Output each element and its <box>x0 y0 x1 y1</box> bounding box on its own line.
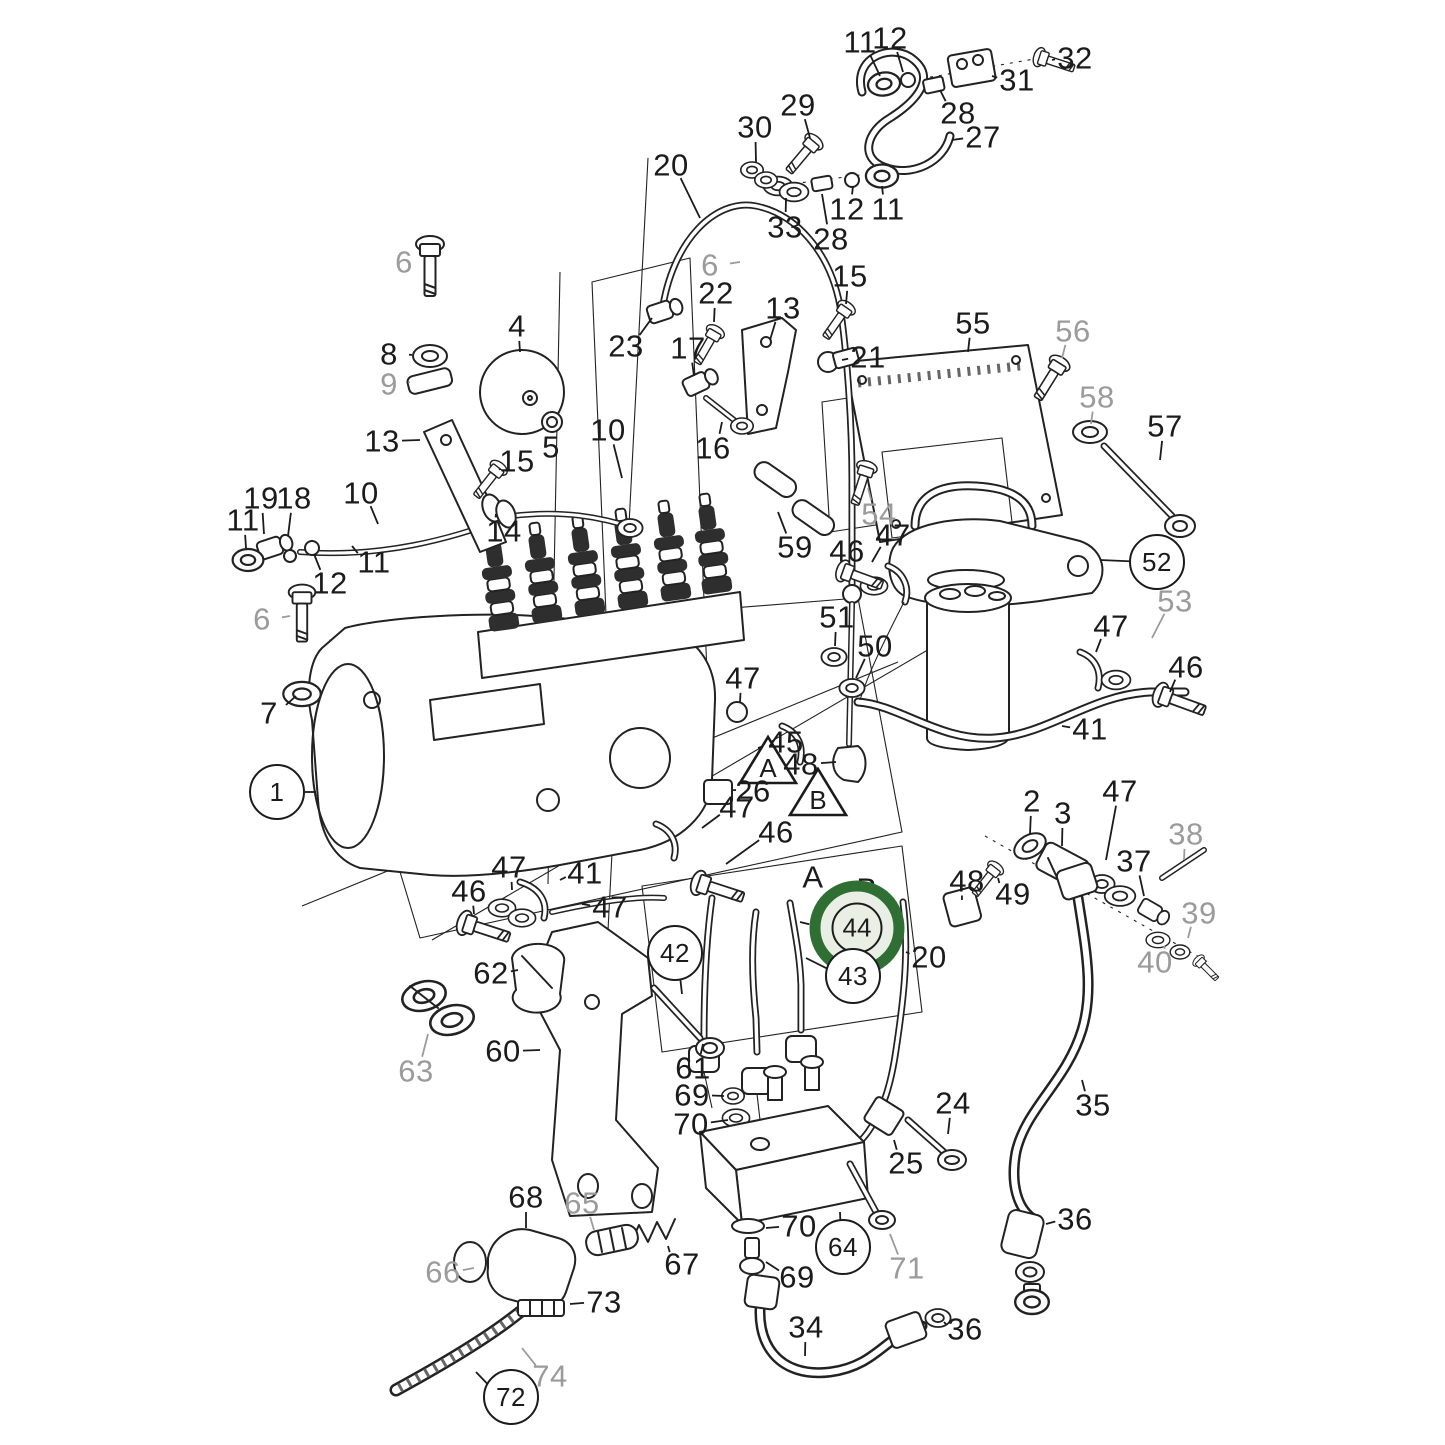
leader-line <box>947 1117 951 1135</box>
mounting-bracket <box>397 921 725 1217</box>
overflow-valve-block <box>453 861 1099 1349</box>
leader-line <box>725 839 760 865</box>
leader-line <box>867 487 873 501</box>
leader-line <box>679 177 701 219</box>
leader-line <box>871 546 882 563</box>
leader-line <box>1105 805 1117 861</box>
leader-line <box>612 444 623 479</box>
leader-line <box>281 615 291 619</box>
leader-line <box>997 877 1001 884</box>
leader-line <box>589 1216 595 1231</box>
leader-line <box>1187 926 1192 939</box>
leader-line <box>1159 440 1163 461</box>
leader-line <box>1138 875 1145 897</box>
leader-line <box>769 321 777 341</box>
leader-line <box>834 631 837 647</box>
leader-line <box>472 905 475 915</box>
leader-line <box>1151 613 1166 639</box>
leader-line <box>522 1049 541 1052</box>
leader-line <box>421 1033 429 1057</box>
leader-line <box>939 89 947 102</box>
leader-line <box>1081 1079 1086 1092</box>
leader-line <box>777 511 788 534</box>
datum-triangle-B: B <box>787 766 849 817</box>
leader-line <box>710 1119 729 1124</box>
leader-line <box>845 290 849 305</box>
leader-line <box>896 51 904 73</box>
leader-line <box>369 505 379 525</box>
leader-line <box>805 957 828 970</box>
svg-text:B: B <box>809 785 826 815</box>
leader-line <box>401 439 421 442</box>
leader-line <box>510 969 519 973</box>
leader-line <box>678 973 683 995</box>
leader-line <box>244 534 247 549</box>
leader-line <box>765 1261 780 1272</box>
leader-line <box>855 658 866 679</box>
leader-line <box>869 54 881 77</box>
datum-triangle-A: A <box>737 734 799 785</box>
leader-line <box>820 761 837 765</box>
svg-text:A: A <box>759 753 777 783</box>
leader-line <box>1061 344 1067 359</box>
leader-line <box>475 1371 489 1386</box>
leader-line <box>881 185 884 195</box>
leader-line <box>1029 815 1032 835</box>
leader-line <box>893 1139 898 1150</box>
leader-line <box>803 118 811 139</box>
leader-line <box>1090 411 1094 425</box>
leader-line <box>711 1094 725 1097</box>
leader-line <box>713 307 716 323</box>
leader-line <box>718 421 723 435</box>
leader-line <box>559 876 567 881</box>
leader-line <box>287 512 292 537</box>
leader-line <box>1061 725 1071 729</box>
leader-line <box>739 692 742 703</box>
leader-line <box>701 813 721 829</box>
leader-line <box>951 137 964 141</box>
leader-line <box>967 337 971 353</box>
leader-line <box>839 1211 842 1227</box>
leader-line <box>285 695 297 706</box>
leader-line <box>943 1321 947 1325</box>
leader-line <box>351 545 359 554</box>
leader-line <box>1099 559 1130 563</box>
leader-line <box>638 317 653 336</box>
leader-line <box>1051 58 1056 61</box>
pipe-fittings <box>452 518 1210 951</box>
leader-line <box>821 193 828 225</box>
leader-line <box>408 381 411 384</box>
leader-line <box>889 1233 899 1255</box>
leader-line <box>699 1043 704 1055</box>
leader-line <box>1163 945 1166 950</box>
leader-line <box>498 467 501 471</box>
leader-line <box>521 1347 537 1366</box>
leader-line <box>729 261 741 265</box>
leader-line <box>799 921 810 926</box>
leader-line <box>313 553 322 571</box>
leader-line <box>518 340 521 353</box>
leak-off-line-parts <box>739 45 1078 203</box>
leader-line <box>569 1301 585 1305</box>
leader-line <box>765 1226 780 1229</box>
leader-line <box>851 185 854 195</box>
leader-line <box>1045 1220 1056 1225</box>
leader-line <box>691 362 695 377</box>
leader-line <box>905 951 910 955</box>
leader-line <box>462 1267 475 1271</box>
upper-left-hardware <box>231 235 1196 708</box>
leader-line <box>991 75 998 79</box>
leader-line <box>667 1245 671 1253</box>
leader-line <box>1169 679 1177 693</box>
leader-line <box>494 513 497 518</box>
fuel-filter-assembly <box>844 344 1104 751</box>
leader-line <box>261 512 265 535</box>
leader-line <box>1095 638 1102 653</box>
leader-line <box>581 903 591 907</box>
leader-line <box>841 357 849 361</box>
